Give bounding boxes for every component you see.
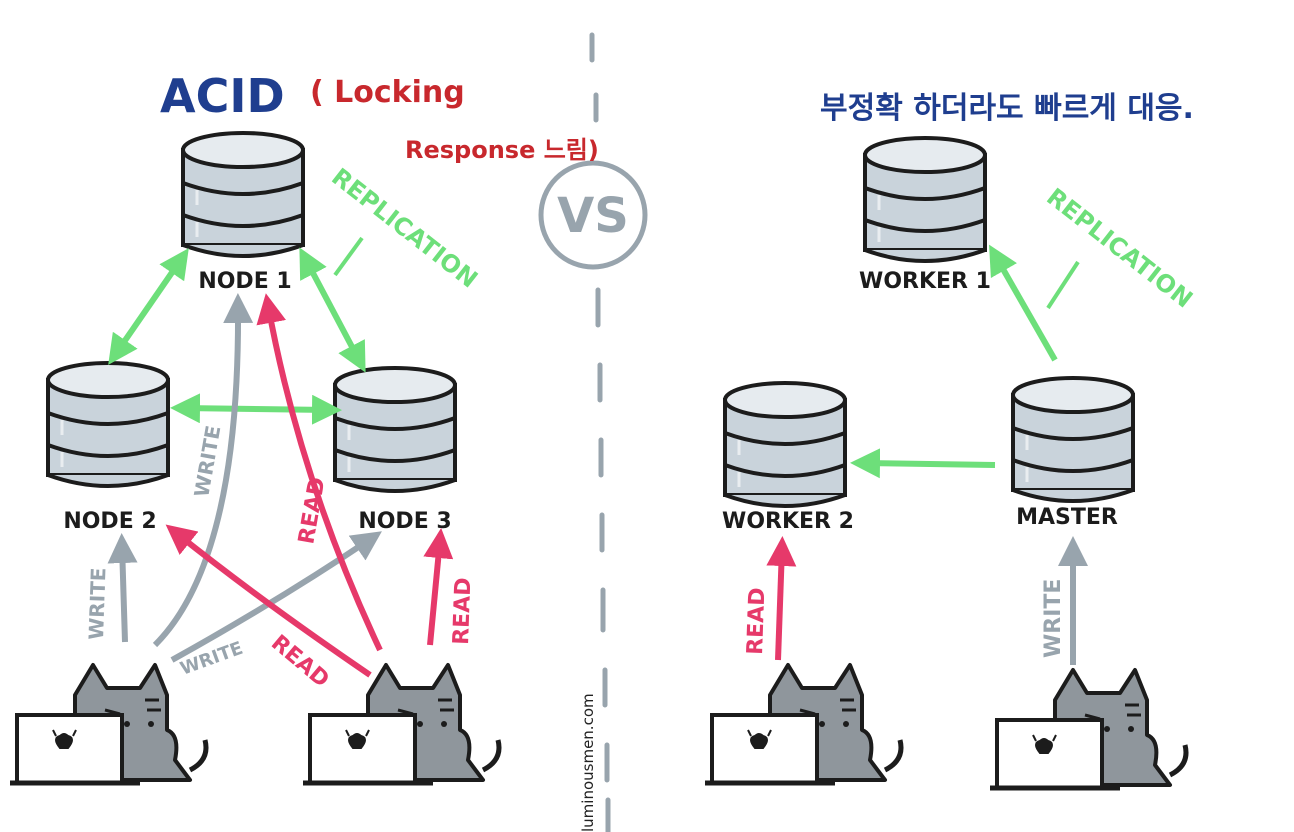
write-arrow-to-node3 [170, 531, 382, 663]
cat-with-laptop-4 [990, 670, 1186, 788]
replication-arrow-node2-node3 [170, 393, 342, 425]
master-database [1011, 376, 1135, 503]
left-title: ACID [160, 69, 285, 123]
credit-text: luminousmen.com [579, 693, 597, 832]
node-2-database [46, 361, 170, 488]
node-1-label: NODE 1 [198, 269, 291, 294]
write-arrow-to-node2 [107, 533, 138, 643]
read-arrow-node1 [256, 293, 383, 652]
node-2-label: NODE 2 [63, 509, 156, 534]
node-1-database [181, 131, 305, 258]
vs-label: VS [557, 188, 629, 244]
read-label-worker2: READ [743, 587, 770, 655]
worker-2-label: WORKER 2 [722, 509, 854, 534]
read-arrow-node3 [423, 528, 454, 646]
cat-with-laptop-2 [303, 665, 499, 783]
master-label: MASTER [1016, 505, 1118, 530]
read-arrow-worker2 [766, 536, 797, 661]
replication-arrow-master-worker1 [989, 244, 1058, 362]
write-label-master: WRITE [1041, 579, 1066, 658]
cat-with-laptop-3 [705, 665, 901, 783]
write-label-node1: WRITE [189, 424, 225, 499]
replication-arrow-master-worker2 [850, 448, 996, 479]
replication-arrow-node1-node3 [299, 247, 366, 373]
replication-pointer-left [333, 236, 364, 277]
write-label-node2: WRITE [84, 567, 111, 640]
left-replication-label: REPLICATION [326, 163, 483, 294]
left-title-note-2: Response 느림) [405, 136, 599, 164]
replication-pointer-right [1046, 260, 1080, 310]
worker-1-label: WORKER 1 [859, 269, 991, 294]
replication-arrow-node1-node2 [108, 248, 189, 365]
worker-2-database [723, 381, 847, 508]
vs-circle [538, 160, 648, 270]
read-label-node3: READ [449, 577, 476, 645]
node-3-label: NODE 3 [358, 509, 451, 534]
left-title-note-1: ( Locking [310, 75, 465, 110]
read-arrow-node2 [165, 524, 372, 678]
write-arrow-to-node1 [152, 293, 254, 648]
divider-line [589, 32, 611, 832]
write-label-node3: WRITE [178, 638, 246, 680]
cat-with-laptop-1 [10, 665, 206, 783]
right-replication-label: REPLICATION [1041, 183, 1198, 314]
worker-1-database [863, 136, 987, 263]
node-3-database [333, 366, 457, 493]
right-title: 부정확 하더라도 빠르게 대응. [820, 91, 1194, 126]
